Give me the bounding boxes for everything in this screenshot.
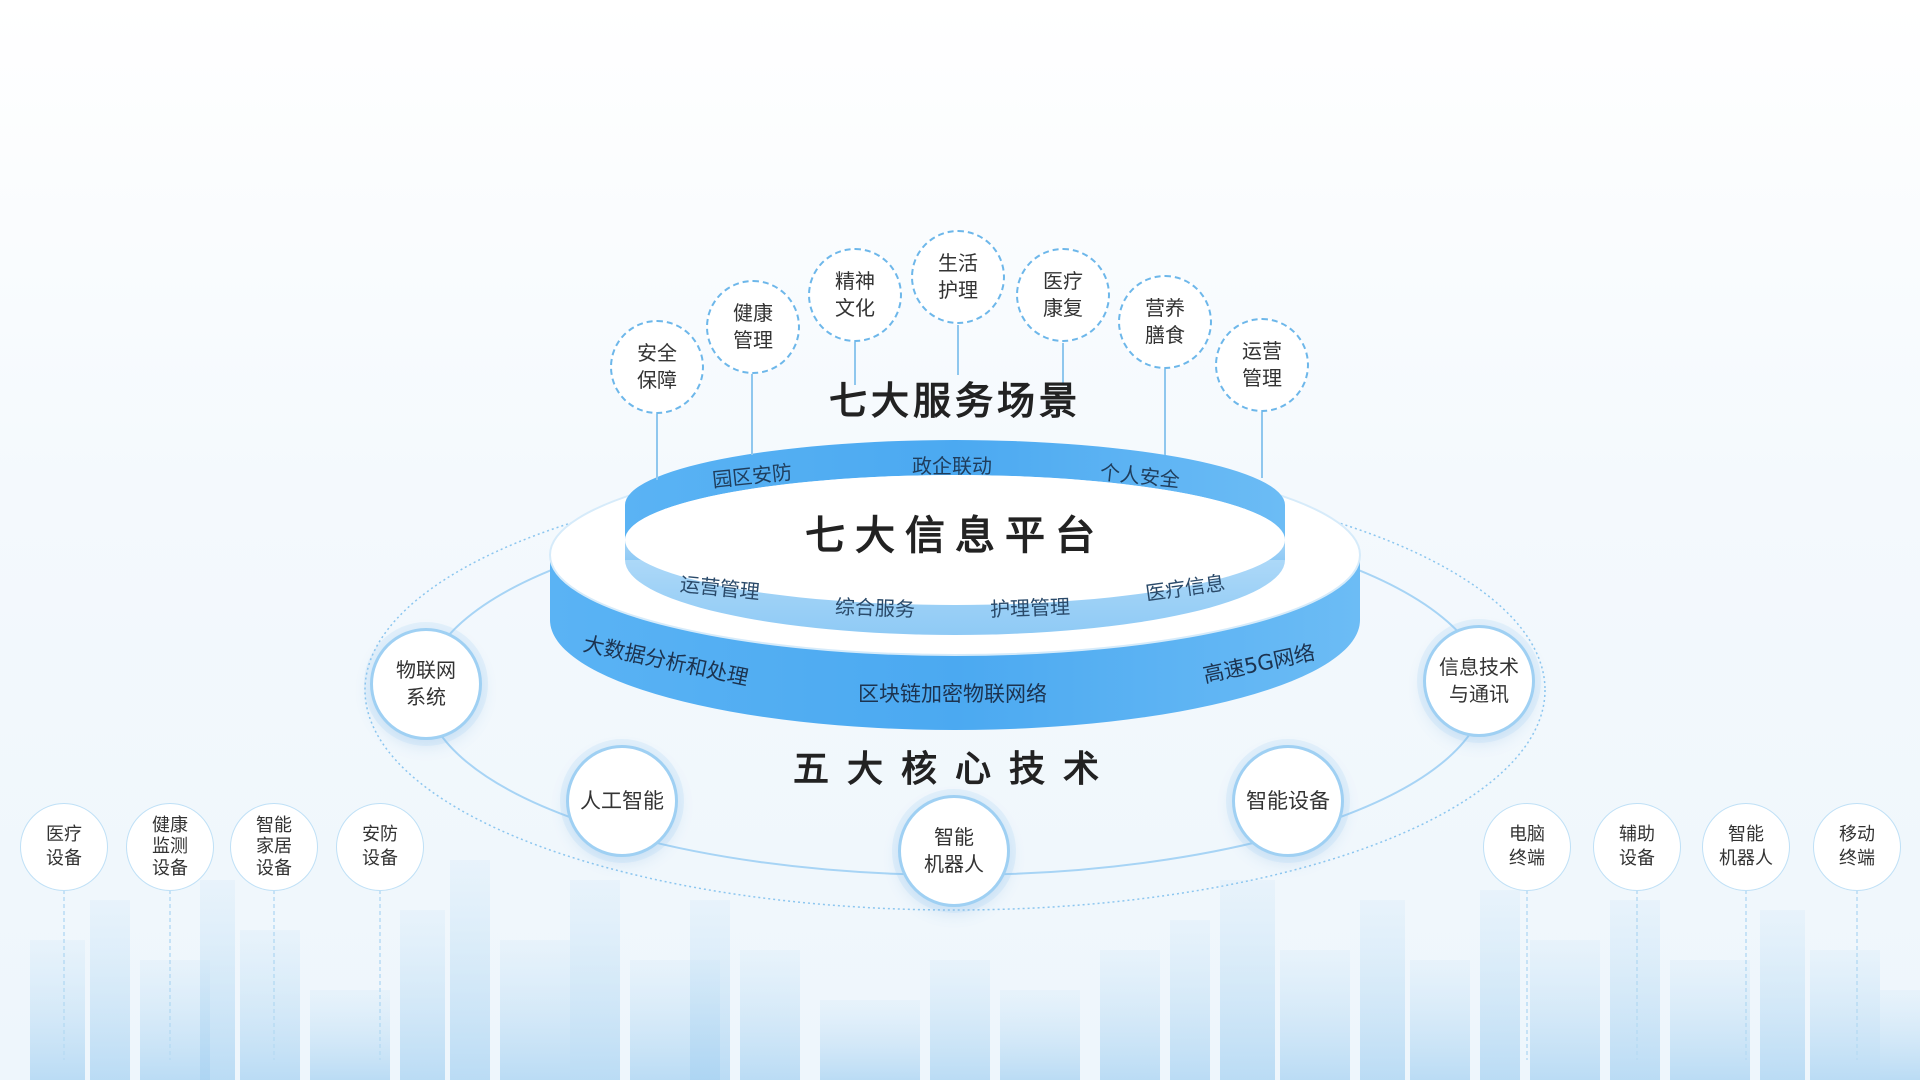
right-device: 电脑 终端 xyxy=(1483,803,1571,891)
service-scene: 营养 膳食 xyxy=(1118,275,1212,369)
platform-inner-label: 护理管理 xyxy=(989,594,1071,622)
left-device: 安防 设备 xyxy=(336,803,424,891)
service-scene: 生活 护理 xyxy=(911,230,1005,324)
platform-top-label: 政企联动 xyxy=(912,454,992,478)
service-scene: 健康 管理 xyxy=(706,280,800,374)
core-tech-node: 物联网 系统 xyxy=(370,628,482,740)
right-device: 辅助 设备 xyxy=(1593,803,1681,891)
service-scene: 安全 保障 xyxy=(610,320,704,414)
core-tech-node: 信息技术 与通讯 xyxy=(1423,625,1535,737)
service-scene: 医疗 康复 xyxy=(1016,248,1110,342)
left-device: 智能 家居 设备 xyxy=(230,803,318,891)
core-tech-title: 五大核心技术 xyxy=(792,749,1117,790)
band-label: 区块链加密物联网络 xyxy=(858,682,1047,706)
core-tech-node: 人工智能 xyxy=(566,745,678,857)
service-scenes-title: 七大服务场景 xyxy=(828,379,1081,423)
core-tech-node: 智能 机器人 xyxy=(898,795,1010,907)
service-scene: 运营 管理 xyxy=(1215,318,1309,412)
right-device: 智能 机器人 xyxy=(1702,803,1790,891)
core-tech-node: 智能设备 xyxy=(1232,745,1344,857)
right-device: 移动 终端 xyxy=(1813,803,1901,891)
left-device: 健康 监测 设备 xyxy=(126,803,214,891)
service-scene: 精神 文化 xyxy=(808,248,902,342)
platform-inner-label: 综合服务 xyxy=(834,594,916,622)
platform-title: 七大信息平台 xyxy=(805,513,1105,559)
left-device: 医疗 设备 xyxy=(20,803,108,891)
